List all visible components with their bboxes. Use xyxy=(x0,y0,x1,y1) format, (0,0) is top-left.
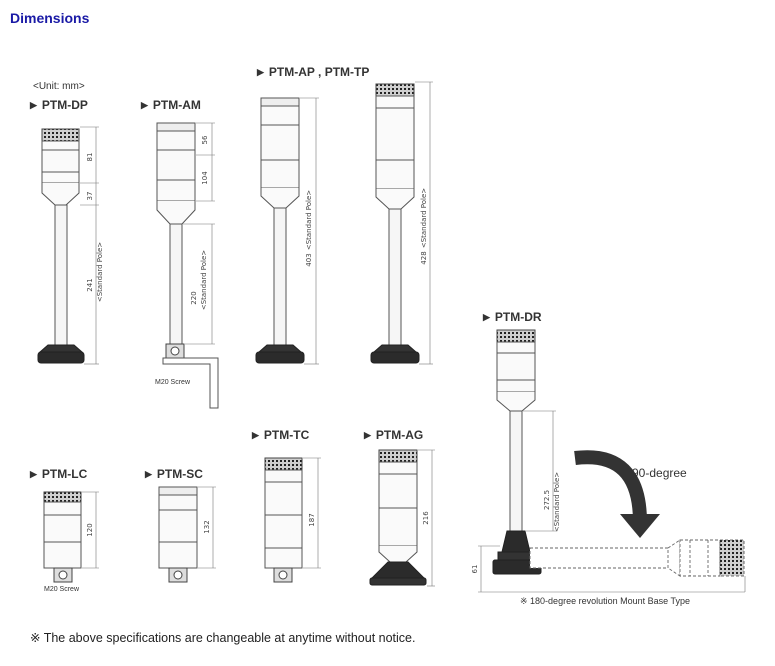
dimension-lines-ptm-tp xyxy=(415,81,433,365)
tower-ptm-tp xyxy=(370,83,420,364)
dimension-lines-ptm-tc xyxy=(303,457,321,569)
dim-am-standard-pole: <Standard Pole> xyxy=(200,250,208,310)
tower-ptm-ap xyxy=(255,97,305,364)
dimension-lines-ptm-ap xyxy=(300,97,319,365)
dimension-lines-ptm-ag xyxy=(418,449,435,587)
tower-ptm-dr-rotated xyxy=(529,539,721,577)
rotation-label: 90-degree xyxy=(632,466,687,480)
dimension-lines-ptm-sc xyxy=(198,486,216,569)
dim-ap-total: 403 xyxy=(305,253,313,266)
dimension-lines-ptm-dr xyxy=(478,410,746,593)
rotation-arrow-head xyxy=(620,514,660,538)
tower-ptm-dr xyxy=(492,329,542,575)
dim-lc-height: 120 xyxy=(86,523,94,536)
footnote: ※ The above specifications are changeabl… xyxy=(30,631,416,645)
tower-ptm-ag xyxy=(369,449,427,586)
dim-dr-base: 61 xyxy=(471,565,479,574)
dim-dp-pole: 241 xyxy=(86,278,94,291)
model-label-ptm-ap-tp: ▶PTM-AP , PTM-TP xyxy=(257,65,370,79)
model-label-ptm-ag: ▶PTM-AG xyxy=(364,428,424,442)
dim-tc-height: 187 xyxy=(308,513,316,526)
model-label-ptm-sc: ▶PTM-SC xyxy=(145,467,203,481)
dim-sc-height: 132 xyxy=(203,520,211,533)
model-label-ptm-tc: ▶PTM-TC xyxy=(252,428,310,442)
tower-ptm-lc xyxy=(43,491,82,583)
dimension-lines-ptm-am xyxy=(183,122,215,345)
dimension-lines-ptm-lc xyxy=(82,491,99,569)
ptm-dr-rotated-head xyxy=(719,539,745,577)
mount-base-note: ※ 180-degree revolution Mount Base Type xyxy=(520,596,690,606)
dim-dp-neck: 37 xyxy=(86,192,94,201)
dim-am-neck: 104 xyxy=(201,171,209,185)
dim-dp-standard-pole: <Standard Pole> xyxy=(96,242,104,302)
dim-ap-standard-pole: <Standard Pole> xyxy=(305,190,313,250)
dim-ag-height: 216 xyxy=(422,511,430,525)
page-title: Dimensions xyxy=(10,10,90,26)
m20-screw-label-lc: M20 Screw xyxy=(44,586,80,593)
tower-ptm-dp xyxy=(37,128,85,364)
dim-am-pole: 220 xyxy=(190,291,198,304)
m20-screw-label-am: M20 Screw xyxy=(155,379,191,386)
rotation-arrow xyxy=(574,450,647,523)
dim-tp-total: 428 xyxy=(420,251,428,264)
dim-dr-pole: 272.5 xyxy=(543,490,551,510)
dimension-lines-ptm-dp xyxy=(80,126,99,365)
tower-ptm-sc xyxy=(158,486,198,583)
dim-dp-head: 81 xyxy=(86,153,94,162)
model-label-ptm-am: ▶PTM-AM xyxy=(141,98,201,112)
tower-ptm-tc xyxy=(264,457,303,583)
dim-tp-standard-pole: <Standard Pole> xyxy=(420,188,428,248)
model-label-ptm-dp: ▶PTM-DP xyxy=(30,98,88,112)
model-label-ptm-dr: ▶PTM-DR xyxy=(483,310,542,324)
tower-ptm-am xyxy=(156,122,219,409)
unit-label: <Unit: mm> xyxy=(33,81,85,92)
model-label-ptm-lc: ▶PTM-LC xyxy=(30,467,88,481)
dim-dr-standard-pole: <Standard Pole> xyxy=(553,472,561,532)
dim-am-head: 56 xyxy=(201,135,209,144)
